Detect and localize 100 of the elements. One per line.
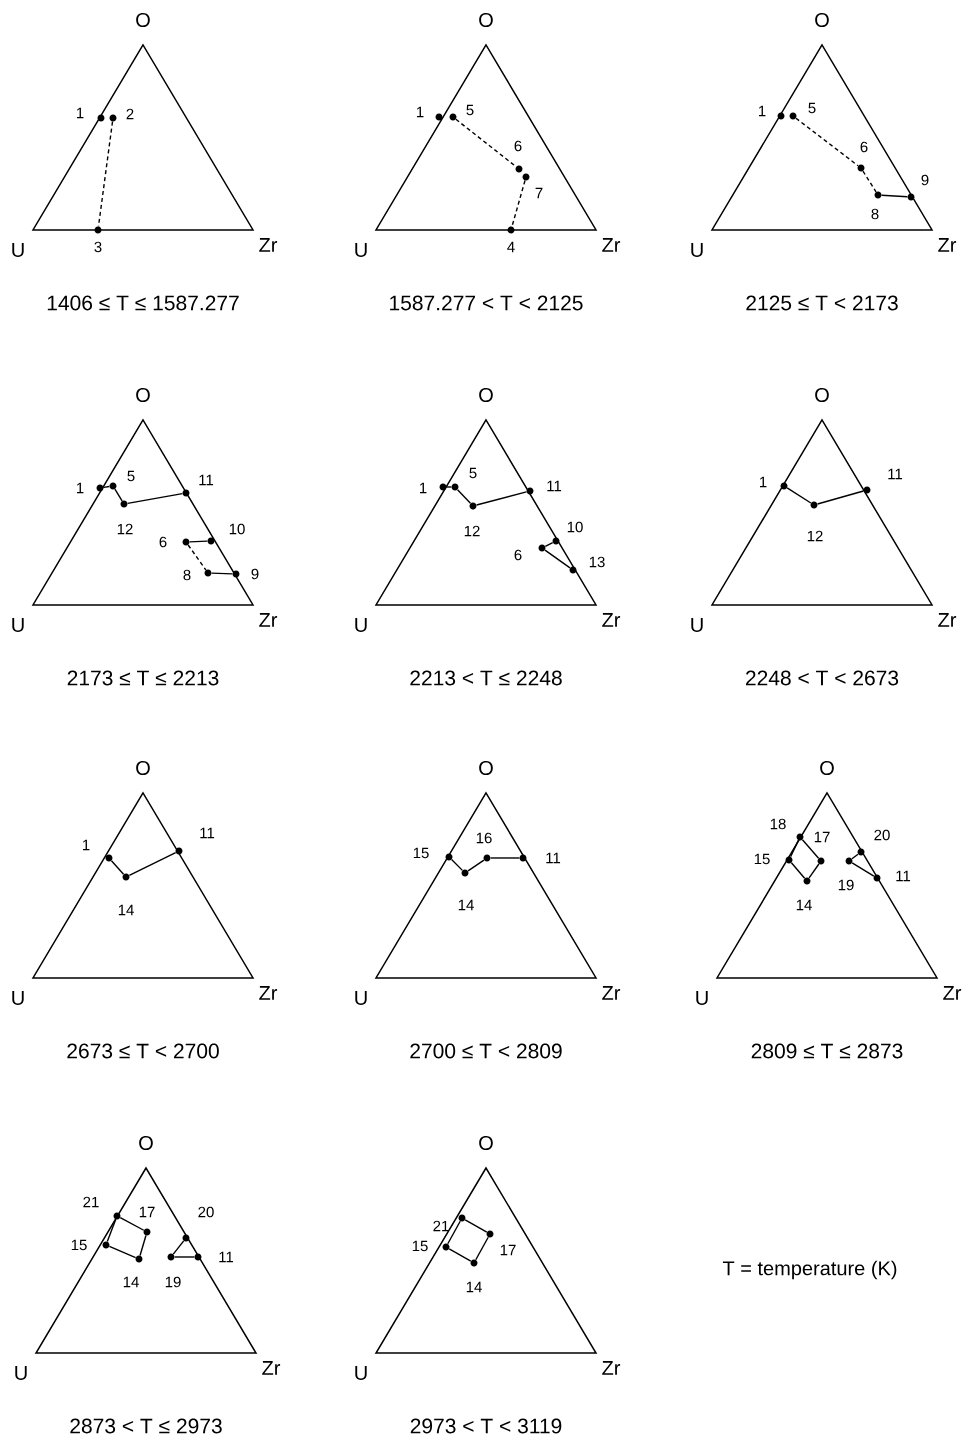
point-number: 1 <box>759 105 766 117</box>
point-number: 1 <box>417 106 424 118</box>
point-number: 14 <box>118 904 134 916</box>
vertex-label: O <box>136 12 150 28</box>
temperature-range: 1406 ≤ T ≤ 1587.277 <box>47 295 239 311</box>
tie-line <box>174 1256 195 1258</box>
point-number: 7 <box>535 187 543 199</box>
point-number: 12 <box>807 530 823 542</box>
point-number: 4 <box>507 241 515 253</box>
point-number: 11 <box>888 468 903 480</box>
point-number: 5 <box>469 467 477 479</box>
point-number: 5 <box>127 470 135 482</box>
tie-line <box>189 540 208 543</box>
vertex-label: U <box>696 991 708 1005</box>
vertex-label: O <box>815 387 829 403</box>
vertex-label: U <box>355 618 367 632</box>
vertex-label: Zr <box>259 986 278 1000</box>
point-number: 10 <box>229 523 245 535</box>
point-number: 12 <box>464 525 480 537</box>
point-number: 11 <box>547 480 562 492</box>
vertex-label: U <box>691 618 703 632</box>
point-number: 14 <box>123 1276 139 1288</box>
vertex-label: O <box>479 12 493 28</box>
point-number: 11 <box>200 827 215 839</box>
point-number: 20 <box>874 829 890 841</box>
tie-line <box>110 860 125 875</box>
point-number: 13 <box>589 556 605 568</box>
tie-line <box>475 491 528 506</box>
tie-line <box>126 492 184 505</box>
vertex-label: Zr <box>602 238 621 252</box>
tie-line <box>490 857 520 859</box>
point-number: 10 <box>567 521 583 533</box>
tie-line <box>172 1240 185 1255</box>
point-number: 12 <box>117 523 133 535</box>
vertex-label: U <box>355 1366 367 1380</box>
temperature-range: 2213 < T ≤ 2248 <box>410 670 562 686</box>
vertex-label: O <box>479 760 493 776</box>
point-number: 1 <box>420 482 427 494</box>
vertex-label: Zr <box>602 613 621 627</box>
vertex-label: U <box>12 618 24 632</box>
vertex-label: Zr <box>938 238 957 252</box>
tie-line <box>455 118 517 168</box>
tie-line <box>795 117 859 167</box>
tie-line <box>851 853 859 860</box>
point-number: 14 <box>796 899 812 911</box>
point-number: 19 <box>165 1276 181 1288</box>
point-number: 5 <box>466 104 474 116</box>
point-number: 2 <box>126 108 134 120</box>
tie-line <box>128 851 177 877</box>
note: T = temperature (K) <box>722 1260 897 1280</box>
vertex-label: U <box>691 243 703 257</box>
tie-line <box>475 1236 489 1261</box>
vertex-label: O <box>136 760 150 776</box>
tie-line <box>467 859 485 872</box>
vertex-label: Zr <box>259 613 278 627</box>
point-number: 6 <box>159 536 167 548</box>
point-number: 19 <box>838 879 854 891</box>
tie-line <box>851 862 875 877</box>
point-number: 15 <box>754 853 770 865</box>
tie-line <box>211 572 233 575</box>
point-number: 11 <box>546 852 561 864</box>
vertex-label: U <box>12 243 24 257</box>
tie-line <box>447 1220 461 1245</box>
vertex-label: O <box>136 387 150 403</box>
tie-line <box>511 179 526 228</box>
vertex-label: U <box>355 991 367 1005</box>
tie-line <box>102 485 111 489</box>
tie-line <box>139 1234 147 1257</box>
tie-line <box>816 490 865 505</box>
tie-line <box>801 839 820 859</box>
tie-line <box>448 1248 472 1262</box>
point-number: 11 <box>219 1251 234 1263</box>
point-number: 6 <box>860 141 868 153</box>
tie-line <box>544 549 571 569</box>
point-number: 15 <box>412 1240 428 1252</box>
point-number: 1 <box>82 839 90 851</box>
point-number: 5 <box>808 102 816 114</box>
vertex-label: O <box>820 760 834 776</box>
tie-line <box>108 1245 137 1259</box>
tie-line <box>464 1219 488 1233</box>
point-number: 15 <box>71 1239 87 1251</box>
temperature-range: 2173 ≤ T ≤ 2213 <box>67 670 219 686</box>
tie-line <box>446 486 452 488</box>
point-number: 20 <box>198 1206 214 1218</box>
point-number: 18 <box>770 818 786 830</box>
point-number: 17 <box>139 1206 155 1218</box>
tie-line <box>187 544 207 571</box>
tie-line <box>789 839 800 858</box>
vertex-label: Zr <box>259 238 278 252</box>
tie-line <box>786 487 812 504</box>
point-number: 8 <box>871 208 879 220</box>
point-number: 15 <box>413 847 429 859</box>
tie-line <box>808 863 820 879</box>
tie-line <box>862 170 877 193</box>
vertex-label: Zr <box>262 1361 281 1375</box>
point-number: 3 <box>94 241 102 253</box>
point-number: 1 <box>760 476 767 488</box>
tie-line <box>790 862 806 879</box>
point-number: 1 <box>76 482 84 494</box>
vertex-label: O <box>479 387 493 403</box>
